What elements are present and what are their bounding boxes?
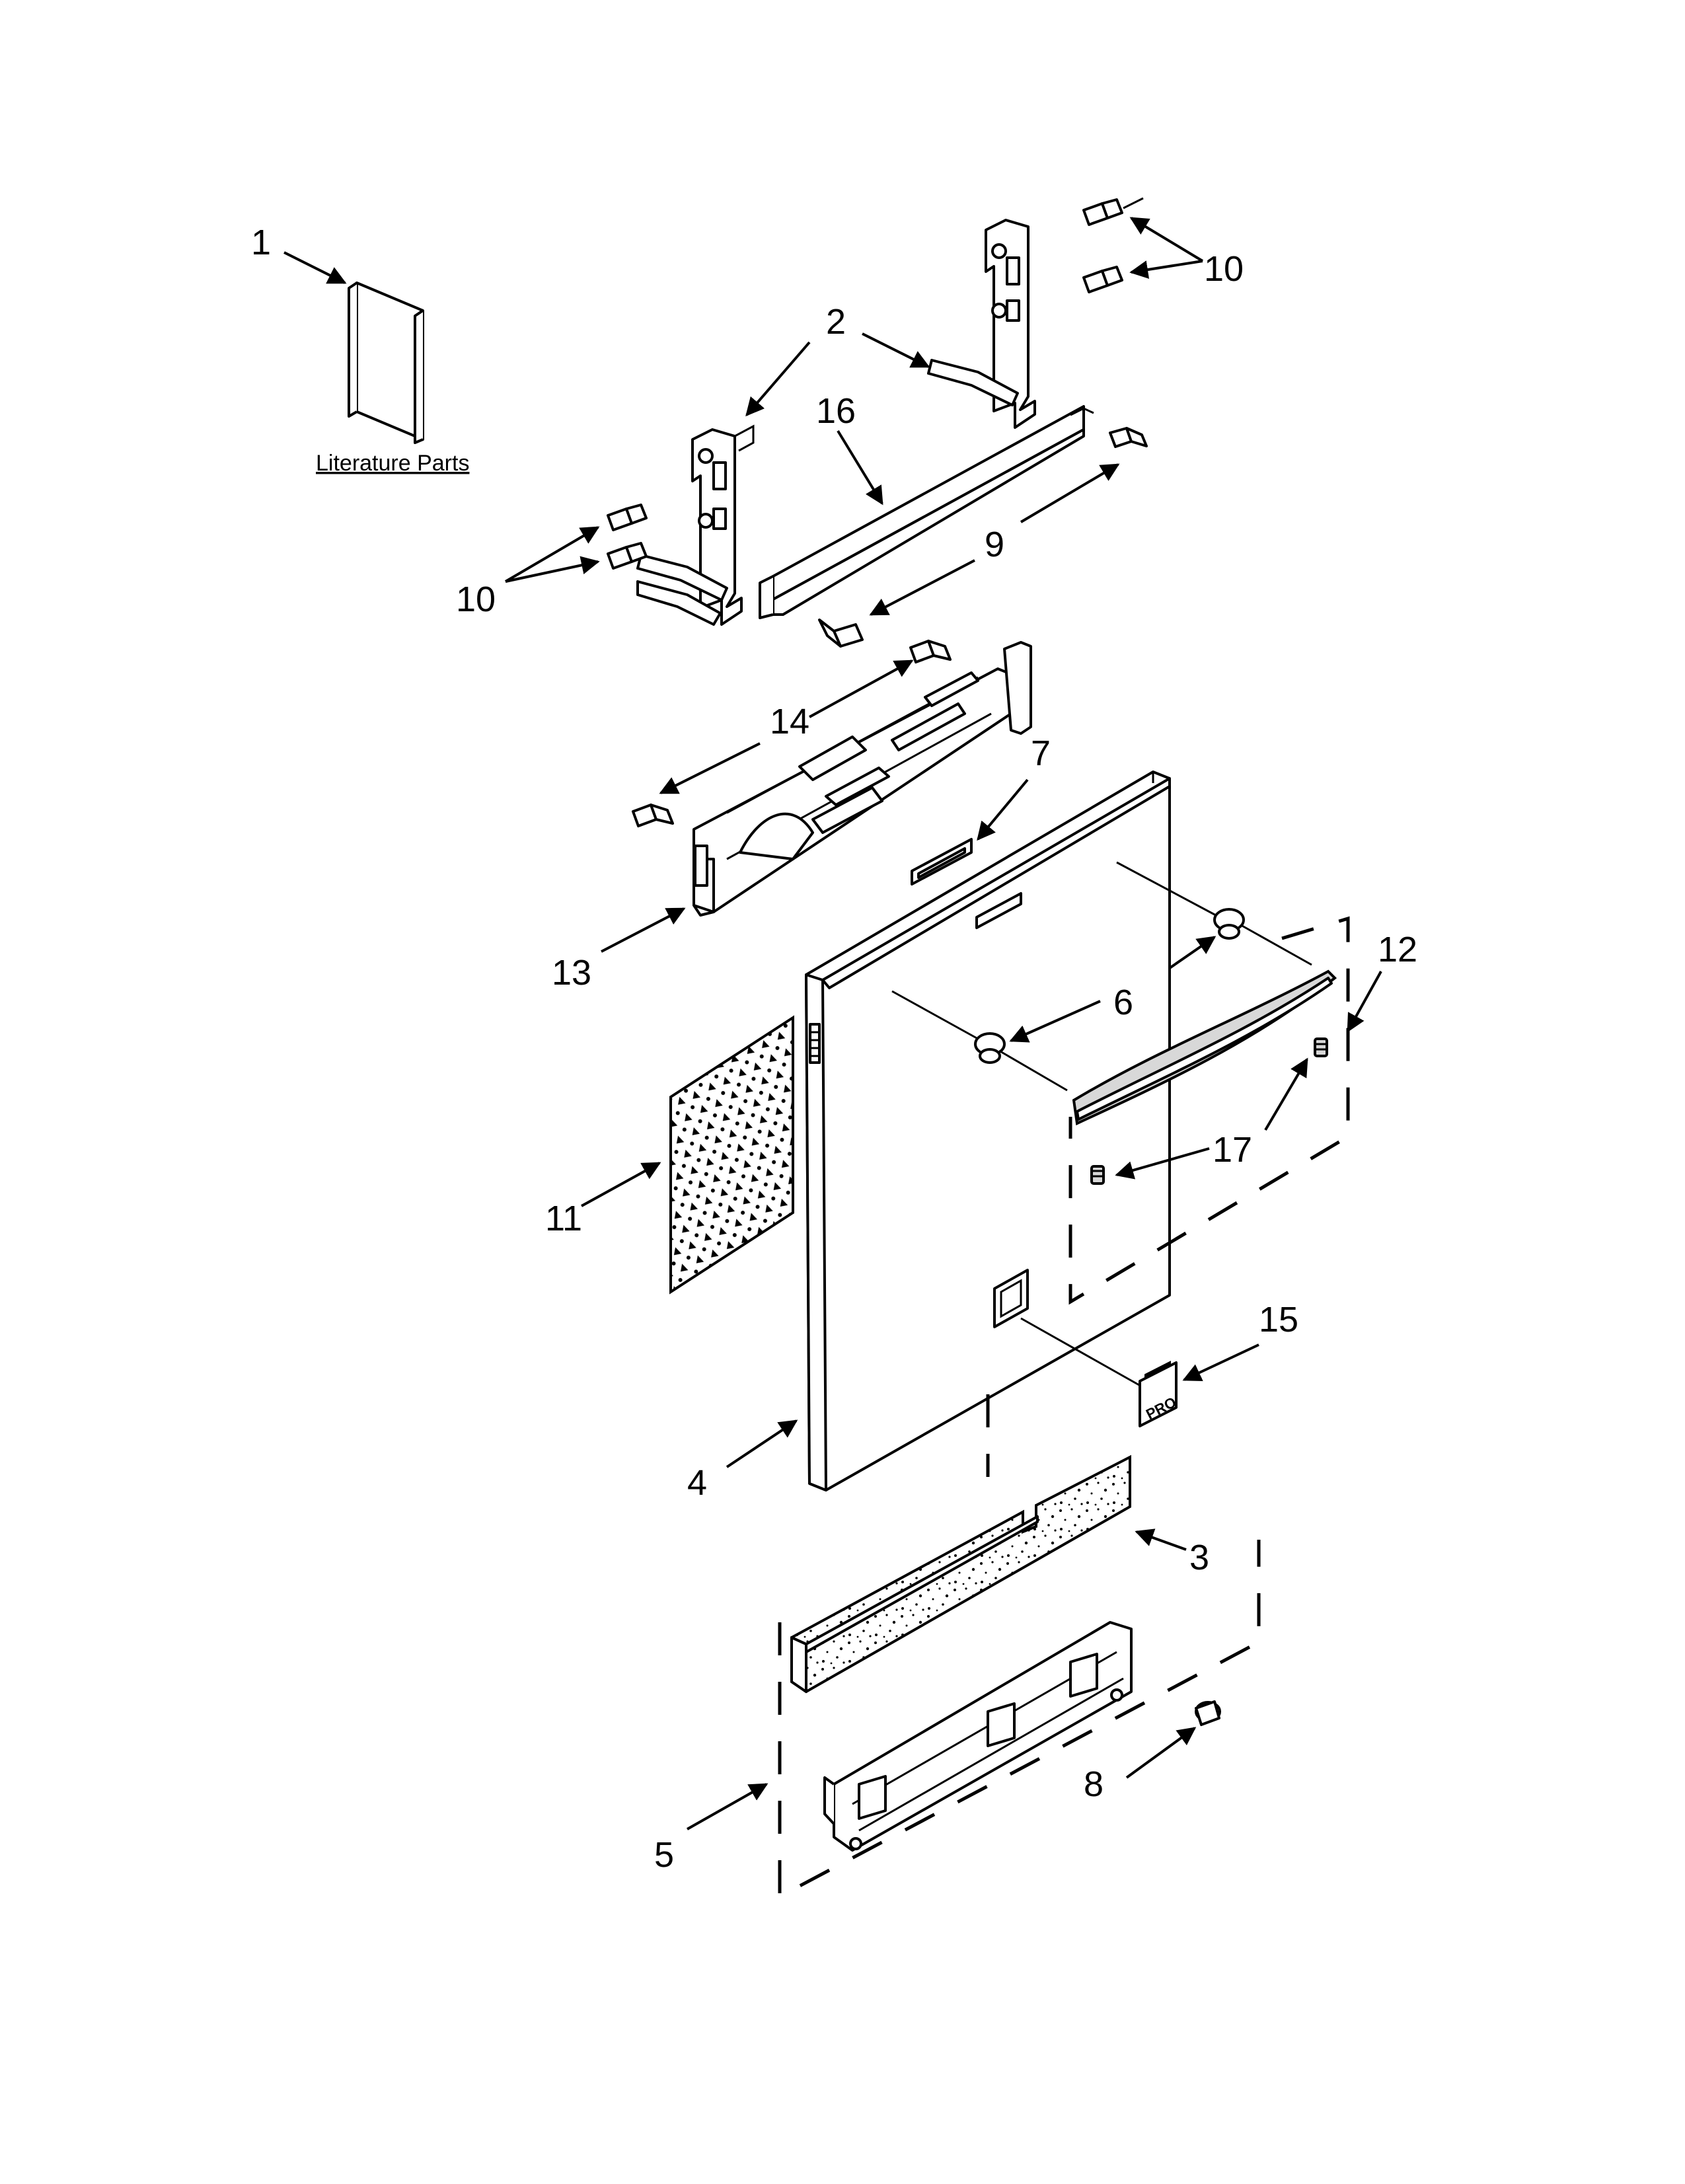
callout-2: 2 — [826, 302, 846, 342]
callout-6: 6 — [1113, 983, 1133, 1022]
leader-17-right — [1264, 1057, 1308, 1131]
callout-16: 16 — [816, 391, 856, 431]
screw-axis-1 — [1123, 197, 1144, 209]
handle-end-cap-right — [1116, 861, 1312, 966]
leader-11 — [581, 1162, 661, 1207]
leader-9-left — [869, 559, 975, 616]
callout-10-lower: 10 — [456, 580, 496, 619]
leader-10-lower-b — [505, 556, 600, 583]
leader-1 — [283, 251, 347, 284]
outer-door-panel — [805, 771, 1171, 1491]
leader-9-right — [1020, 463, 1120, 523]
callout-14: 14 — [770, 702, 809, 741]
bracket-screw-upper-2 — [1082, 266, 1123, 293]
rail-screw-left — [818, 619, 864, 648]
leader-15 — [1182, 1343, 1259, 1381]
console-screw-lower — [632, 804, 674, 827]
pro-badge: PRO — [1139, 1361, 1179, 1427]
leader-10-upper-a — [1129, 217, 1204, 262]
toe-panel-screw — [1195, 1700, 1221, 1726]
leader-13 — [601, 907, 686, 953]
leader-16 — [837, 430, 883, 506]
leader-4 — [726, 1419, 798, 1468]
door-handle — [1072, 969, 1337, 1125]
leader-10-upper-b — [1129, 260, 1203, 279]
callout-12: 12 — [1378, 930, 1417, 969]
leader-2-left — [745, 341, 811, 417]
callout-17: 17 — [1213, 1130, 1252, 1170]
bracket-screw-upper-1 — [1082, 198, 1123, 226]
leader-2-right — [862, 332, 930, 368]
left-mounting-bracket — [636, 424, 755, 626]
rail-screw-right — [1109, 427, 1148, 448]
upper-rail — [759, 405, 1094, 619]
leader-6-right — [1168, 936, 1217, 969]
callout-3: 3 — [1189, 1538, 1209, 1577]
right-mounting-bracket — [927, 219, 1036, 429]
set-screw-right — [1314, 1037, 1328, 1057]
leader-10-lower-a — [504, 526, 600, 583]
leader-14-left — [659, 742, 761, 794]
callout-1: 1 — [251, 223, 271, 262]
leader-8 — [1125, 1727, 1197, 1779]
callout-15: 15 — [1259, 1300, 1298, 1339]
callout-7: 7 — [1031, 734, 1051, 773]
callout-11: 11 — [545, 1199, 582, 1238]
toe-panel-dashed-outline — [778, 1540, 1261, 1900]
leader-12 — [1347, 971, 1382, 1033]
set-screw-left — [1090, 1165, 1105, 1185]
leader-6-left — [1009, 1000, 1101, 1043]
callout-10-upper: 10 — [1204, 249, 1244, 289]
handle-kit-dashed-outline — [1068, 916, 1350, 1305]
leader-5 — [687, 1783, 768, 1830]
leader-3 — [1135, 1528, 1187, 1551]
control-console — [693, 641, 1032, 917]
callout-5: 5 — [654, 1835, 674, 1875]
badge-guide-line — [1020, 1317, 1150, 1392]
console-screw-upper — [909, 640, 952, 663]
leader-17-left — [1115, 1147, 1210, 1180]
literature-parts-label: Literature Parts — [316, 451, 469, 476]
door-badge-plate — [911, 838, 973, 885]
literature-part: Literature Parts — [316, 282, 469, 476]
callout-13: 13 — [552, 953, 591, 993]
callout-9: 9 — [985, 525, 1004, 564]
toe-panel — [823, 1621, 1133, 1852]
callout-4: 4 — [687, 1463, 707, 1503]
bracket-screw-lower-2 — [607, 542, 648, 570]
toe-panel-insulation — [790, 1454, 1131, 1694]
insulation-mesh — [669, 1015, 794, 1295]
leader-14-right — [809, 659, 914, 718]
leader-7 — [977, 778, 1029, 841]
bracket-screw-lower-1 — [607, 504, 648, 531]
callout-8: 8 — [1084, 1764, 1104, 1804]
handle-end-cap-left — [891, 990, 1068, 1092]
